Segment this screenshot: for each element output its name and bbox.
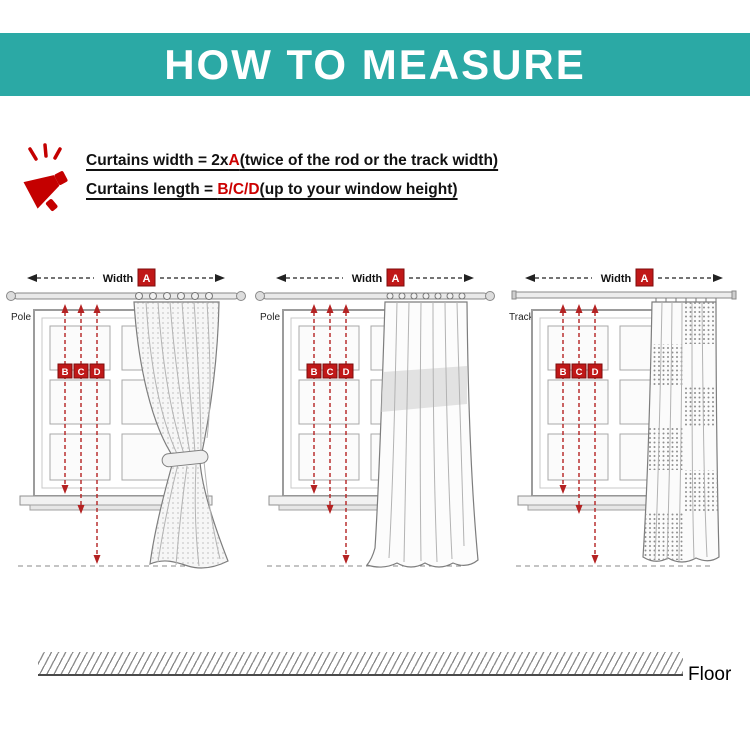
- instruction-width-suffix: (twice of the rod or the track width): [239, 152, 499, 169]
- width-letter: A: [143, 273, 151, 285]
- curtain-checkered: [642, 301, 720, 563]
- instruction-length-suffix: (up to your window height): [259, 181, 458, 198]
- floor-label: Floor: [688, 664, 732, 685]
- measure-arrows: [310, 304, 350, 564]
- measure-letter-boxes: B C D: [57, 363, 105, 379]
- width-label: Width: [352, 273, 383, 285]
- curtain-folds: [654, 301, 708, 562]
- letter-c: C: [78, 367, 85, 378]
- mount-label: Track: [509, 312, 535, 323]
- megaphone-icon: [23, 143, 68, 212]
- width-arrow: [27, 274, 225, 282]
- curtain-straight: [365, 292, 479, 568]
- curtain-body: [365, 301, 479, 568]
- measure-letter-boxes: B C D: [306, 363, 354, 379]
- instruction-length-highlight: B/C/D: [217, 181, 260, 198]
- page-title: HOW TO MEASURE: [164, 40, 586, 88]
- instruction-width-highlight: A: [228, 152, 240, 169]
- width-label: Width: [103, 273, 134, 285]
- measure-arrows: [61, 304, 101, 564]
- width-letter-box: A: [635, 268, 654, 287]
- title-banner: HOW TO MEASURE: [0, 33, 750, 96]
- letter-d: D: [343, 367, 350, 378]
- width-label: Width: [601, 273, 632, 285]
- instruction-length-prefix: Curtains length =: [86, 181, 218, 198]
- tieback-band: [161, 449, 209, 468]
- letter-c: C: [576, 367, 583, 378]
- sheer-band: [381, 366, 467, 412]
- instruction-length: Curtains length = B/C/D(up to your windo…: [86, 181, 498, 199]
- measure-arrows: [559, 304, 599, 564]
- instruction-width-prefix: Curtains width = 2x: [86, 152, 229, 169]
- checker-pattern: [643, 302, 719, 560]
- curtain-pole: [255, 291, 495, 301]
- instruction-width: Curtains width = 2xA(twice of the rod or…: [86, 152, 498, 170]
- letter-b: B: [311, 367, 318, 378]
- width-letter-box: A: [386, 268, 405, 287]
- letter-b: B: [62, 367, 69, 378]
- letter-c: C: [327, 367, 334, 378]
- letter-b: B: [560, 367, 567, 378]
- curtain-rings: [386, 292, 466, 300]
- curtain-track: [511, 290, 737, 303]
- diagram-row: Width A Pole: [0, 256, 750, 590]
- letter-d: D: [592, 367, 599, 378]
- floor-hatching: [38, 652, 683, 676]
- mount-label: Pole: [260, 312, 280, 323]
- grommet-rings: [135, 292, 213, 300]
- diagram-pole-straight-curtain: Width A Pole: [255, 268, 495, 568]
- measure-instructions: Curtains width = 2xA(twice of the rod or…: [86, 152, 498, 210]
- width-arrow: [525, 274, 723, 282]
- curtain-folds: [388, 301, 465, 563]
- width-arrow: [276, 274, 474, 282]
- width-letter: A: [641, 273, 649, 285]
- diagram-pole-tied-curtain: Width A Pole: [6, 268, 246, 569]
- letter-d: D: [94, 367, 101, 378]
- curtain-folds: [145, 301, 221, 567]
- width-letter: A: [392, 273, 400, 285]
- width-letter-box: A: [137, 268, 156, 287]
- mount-label: Pole: [11, 312, 31, 323]
- measure-letter-boxes: B C D: [555, 363, 603, 379]
- diagram-track-checkered-curtain: Width A Track: [509, 268, 737, 567]
